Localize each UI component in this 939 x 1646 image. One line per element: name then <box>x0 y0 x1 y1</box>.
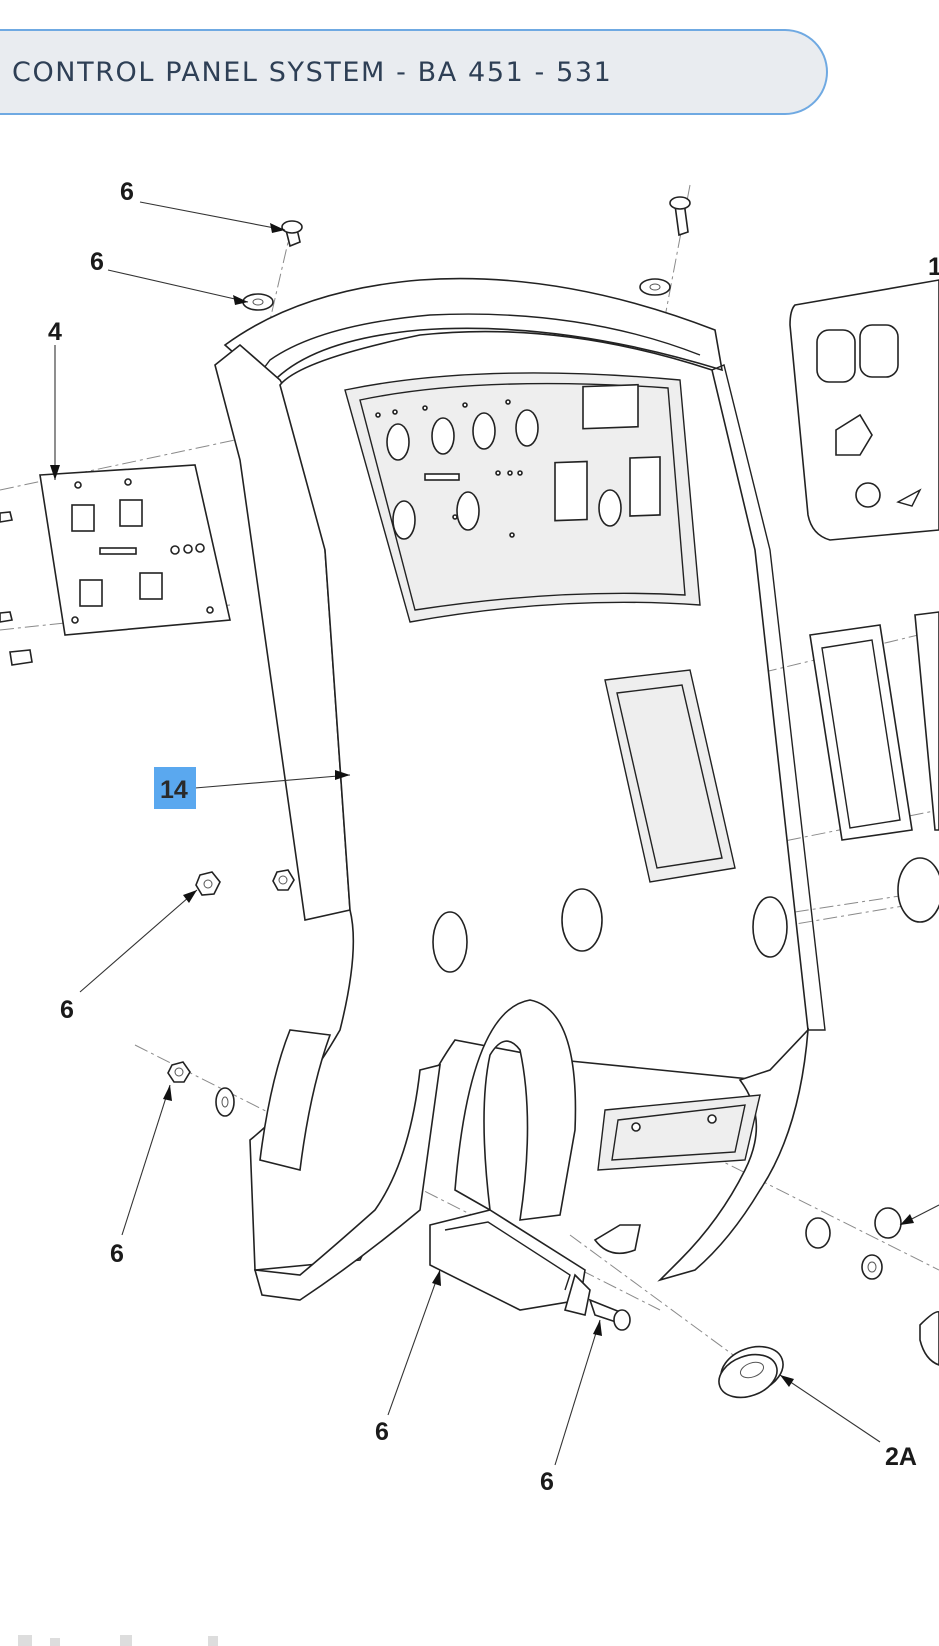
panel-holes <box>375 383 661 540</box>
bottom-screw <box>588 1298 631 1331</box>
callout-nut-left: 6 <box>60 996 74 1024</box>
control-keypad <box>789 279 939 541</box>
grommet-2a <box>718 1345 784 1399</box>
top-washer-right <box>639 278 671 296</box>
callout-housing-highlighted[interactable]: 14 <box>160 776 188 804</box>
callout-labels: 6 6 4 1 14 6 6 6 6 2A <box>48 178 939 1496</box>
exploded-parts-diagram: 6 6 4 1 14 6 6 6 6 2A <box>0 130 939 1646</box>
callout-pcb-board: 4 <box>48 318 62 346</box>
top-screw-left <box>281 220 303 248</box>
callout-screw-bottom: 6 <box>540 1468 554 1496</box>
section-title-tab: CONTROL PANEL SYSTEM - BA 451 - 531 <box>0 29 828 115</box>
callout-nut-lower-left: 6 <box>110 1240 124 1268</box>
top-screw-right <box>669 196 691 237</box>
callout-top-right-partial: 1 <box>928 253 939 281</box>
callout-clip-bottom: 6 <box>375 1418 389 1446</box>
pcb-board <box>0 464 231 666</box>
console-housing <box>214 277 826 1301</box>
small-grommets-right <box>805 1207 939 1366</box>
page-title: CONTROL PANEL SYSTEM - BA 451 - 531 <box>12 56 613 88</box>
diagram-canvas: 6 6 4 1 14 6 6 6 6 2A <box>0 178 939 1646</box>
highlight-box <box>154 767 196 809</box>
callout-grommet: 2A <box>885 1443 917 1471</box>
round-plug-right <box>897 857 939 923</box>
hex-nuts-left <box>167 869 295 1117</box>
cropped-caption-fragment <box>18 1635 218 1646</box>
display-frame-right <box>809 611 939 841</box>
leader-lines <box>50 201 939 1466</box>
callout-washer-top-left: 6 <box>90 248 104 276</box>
callout-screw-top-left: 6 <box>120 178 134 206</box>
bottom-clip <box>429 1209 591 1316</box>
